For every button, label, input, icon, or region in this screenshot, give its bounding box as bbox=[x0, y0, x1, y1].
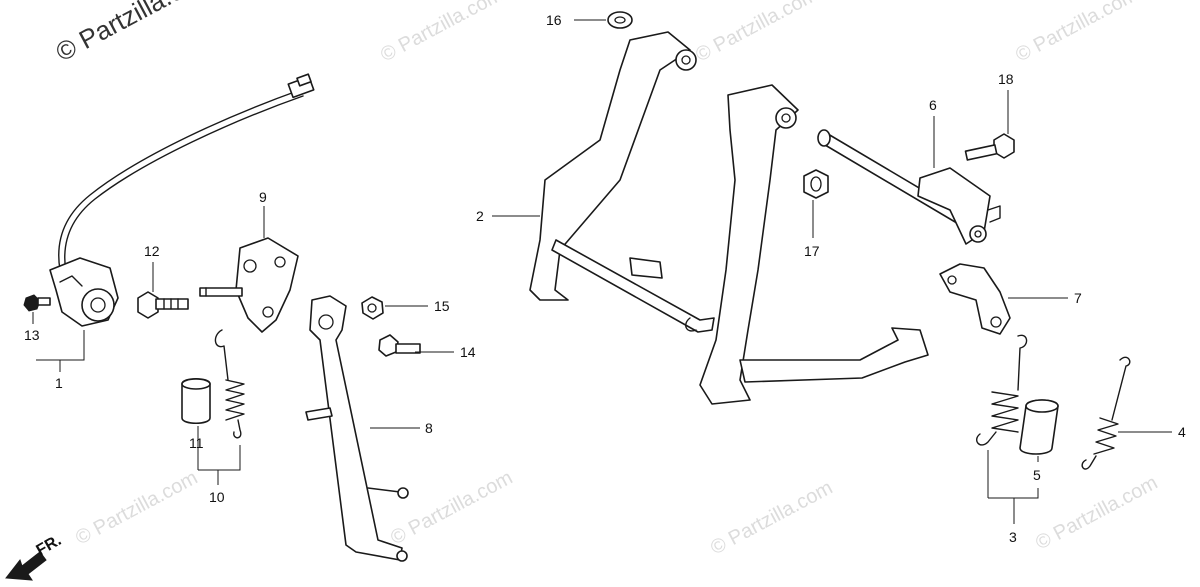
part-15-nut bbox=[361, 296, 384, 320]
watermark: © Partzilla.com bbox=[1032, 472, 1161, 555]
watermark: © Partzilla.com bbox=[1012, 0, 1141, 66]
callout-12: 12 bbox=[144, 243, 160, 259]
watermark: © Partzilla.com bbox=[707, 477, 836, 560]
part-18-bolt bbox=[964, 133, 1015, 161]
callout-13: 13 bbox=[24, 327, 40, 343]
watermark: © Partzilla.com bbox=[692, 0, 821, 66]
part-2-main-stand bbox=[529, 31, 929, 405]
part-14-bolt bbox=[378, 334, 421, 357]
leader-lines bbox=[32, 19, 1172, 524]
callout-4: 4 bbox=[1178, 424, 1186, 440]
front-direction-indicator: FR. bbox=[5, 532, 64, 581]
part-13-bolt bbox=[23, 294, 51, 312]
part-3-spring bbox=[976, 334, 1028, 446]
callout-11: 11 bbox=[189, 435, 204, 451]
callout-5: 5 bbox=[1033, 467, 1041, 483]
callout-10: 10 bbox=[209, 489, 225, 505]
callout-7: 7 bbox=[1074, 290, 1082, 306]
watermark-main: © Partzilla.c bbox=[51, 0, 188, 67]
watermark: © Partzilla.com bbox=[72, 467, 201, 550]
part-11-collar bbox=[181, 377, 211, 425]
callout-16: 16 bbox=[546, 12, 562, 28]
part-9-bracket bbox=[199, 237, 299, 333]
callouts: 1 2 3 4 5 6 7 8 9 10 11 12 13 14 15 16 1… bbox=[24, 12, 1186, 545]
callout-6: 6 bbox=[929, 97, 937, 113]
watermark: © Partzilla.com bbox=[387, 467, 516, 550]
part-5-collar bbox=[1019, 399, 1059, 455]
callout-8: 8 bbox=[425, 420, 433, 436]
callout-15: 15 bbox=[434, 298, 450, 314]
part-10-spring bbox=[214, 329, 245, 439]
part-4-spring bbox=[1081, 356, 1131, 470]
callout-9: 9 bbox=[259, 189, 267, 205]
callout-3: 3 bbox=[1009, 529, 1017, 545]
callout-2: 2 bbox=[476, 208, 484, 224]
part-6-stand-shaft bbox=[817, 129, 1001, 245]
part-1-side-stand-switch bbox=[49, 73, 315, 327]
callout-1: 1 bbox=[55, 375, 63, 391]
arrow-icon bbox=[5, 551, 47, 581]
callout-14: 14 bbox=[460, 344, 476, 360]
part-16-washer bbox=[607, 11, 633, 29]
part-7-plate bbox=[939, 263, 1011, 335]
callout-17: 17 bbox=[804, 243, 820, 259]
part-12-bolt bbox=[137, 291, 189, 319]
watermark: © Partzilla.com bbox=[377, 0, 506, 66]
part-8-side-stand bbox=[305, 295, 409, 562]
part-17-nut bbox=[803, 169, 829, 199]
callout-18: 18 bbox=[998, 71, 1014, 87]
